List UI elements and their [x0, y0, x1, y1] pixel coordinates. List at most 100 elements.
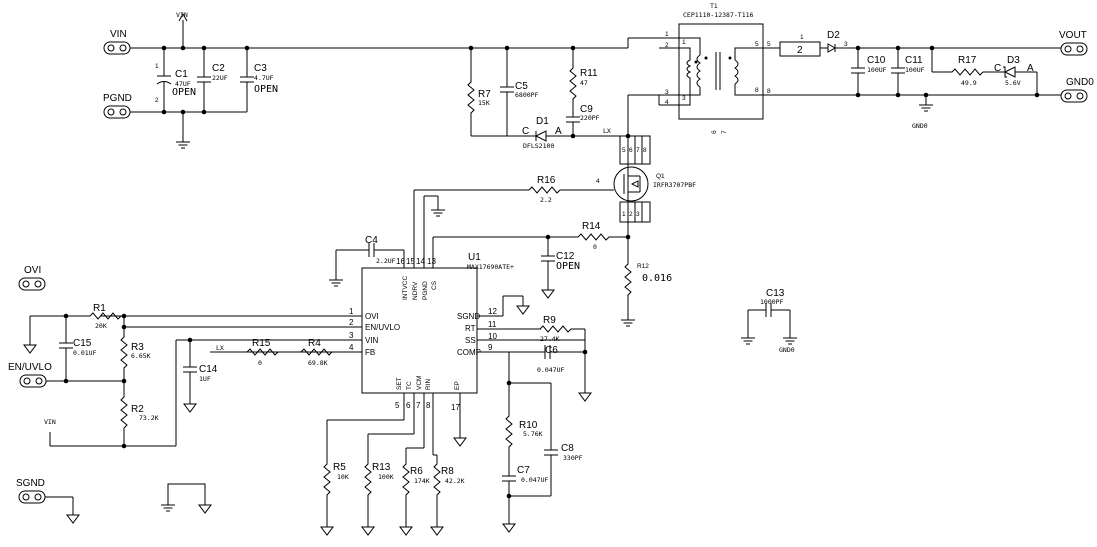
u1-ref: U1 [468, 252, 481, 263]
ground-icon [578, 392, 592, 402]
t1-pin7: 7 [721, 130, 728, 134]
c6-ref: C6 [545, 345, 558, 356]
r8-ref: R8 [441, 466, 454, 477]
ground-icon [66, 514, 80, 524]
capacitor-c12: C12 OPEN [541, 237, 580, 299]
zener-d3: D3 C A 5.6V [994, 55, 1038, 95]
t1-ref: T1 [710, 3, 718, 10]
c15-value: 0.01UF [73, 349, 97, 357]
q1-ref: Q1 [656, 173, 665, 180]
connector-vout: VOUT [1059, 30, 1088, 56]
c2-ref: C2 [212, 63, 225, 74]
u1-pin2-num: 2 [349, 318, 354, 327]
q1-pin5: 5 [622, 147, 626, 154]
d1-anode: A [555, 126, 562, 137]
u1-pin13-num: 13 [427, 257, 436, 266]
t1-pin5: 5 [767, 41, 771, 48]
u1-pin7-name: VCM [416, 376, 423, 390]
resistor-r14: R14 0 [433, 221, 628, 251]
resistor-r10: R10 5.76K [505, 383, 543, 476]
u1-pin9-name: COMP [457, 348, 481, 357]
ground-icon [175, 141, 191, 149]
r11-value: 47 [580, 79, 588, 87]
connector-gnd0: GND0 [1060, 77, 1094, 103]
gnd0-c13-label: GND0 [779, 346, 795, 354]
svg-text:8: 8 [755, 87, 759, 94]
c12-ref: C12 [556, 251, 575, 262]
r7-value: 15K [478, 99, 490, 107]
r11-ref: R11 [580, 68, 598, 79]
input-wiring [130, 20, 628, 142]
c1-value: 47UF [175, 80, 191, 88]
c15-ref: C15 [73, 338, 92, 349]
r4-ref: R4 [308, 338, 321, 349]
u1-pin15-name: NDRV [412, 281, 419, 300]
c3-value: 4.7UF [254, 74, 274, 82]
ovi-en-wiring [23, 315, 88, 354]
r2-value: 73.2K [139, 414, 159, 422]
u1-pin6-num: 6 [406, 401, 411, 410]
r15-value: 0 [258, 359, 262, 367]
capacitor-c6: C6 0.047UF [509, 345, 585, 374]
capacitor-c11: C11 100UF [891, 48, 925, 95]
d3-ref: D3 [1007, 55, 1020, 66]
t1-pin3: 3 [665, 89, 669, 96]
c5-ref: C5 [515, 81, 528, 92]
r6-value: 174K [414, 477, 430, 485]
d1-value: DFLS2100 [523, 142, 554, 150]
capacitor-c7: C7 0.047UF [502, 465, 548, 533]
u1-pin15-num: 15 [406, 257, 415, 266]
r5-ref: R5 [333, 462, 346, 473]
d3-cathode: C [994, 63, 1001, 74]
c14-value: 1UF [199, 375, 211, 383]
ground-icon [516, 305, 530, 315]
t1-pin1: 1 [665, 31, 669, 38]
d2-pin2: 2 [797, 45, 803, 56]
resistor-r15: R15 0 [242, 338, 283, 367]
capacitor-c10: C10 100UF [851, 48, 887, 95]
capacitor-c4: C4 2.2UF [328, 235, 404, 287]
connector-vin: VIN [103, 29, 131, 55]
r10-ref: R10 [519, 420, 538, 431]
r12-value: 0.016 [642, 273, 672, 284]
r1-ref: R1 [93, 303, 106, 314]
capacitor-c15: C15 0.01UF [59, 316, 97, 381]
u1-pin1-num: 1 [349, 307, 354, 316]
connector-pgnd-label: PGND [103, 93, 132, 104]
connector-ovi: OVI [18, 265, 46, 291]
d3-value: 5.6V [1005, 79, 1021, 87]
ground-icon [430, 209, 446, 217]
r9-ref: R9 [543, 315, 556, 326]
u1-pin7-num: 7 [416, 401, 421, 410]
r10-value: 5.76K [523, 430, 543, 438]
gnd0-c11-label: GND0 [912, 122, 928, 130]
u1-pin4-name: FB [365, 348, 375, 357]
transformer-t1: T1 CEP1110-12387-T116 1 2 3 4 1 3 5 8 5 … [627, 3, 858, 134]
u1-pin10-name: SS [465, 336, 476, 345]
r17-ref: R17 [958, 55, 977, 66]
u1-pin14-name: PGND [422, 281, 429, 300]
r17-value: 49.9 [961, 79, 977, 87]
r3-value: 6.65K [131, 352, 151, 360]
vin-r2-label: VIN [44, 418, 56, 426]
connector-en-uvlo-label: EN/UVLO [8, 362, 52, 373]
resistor-r11: R11 47 [566, 48, 598, 136]
connector-pgnd: PGND [103, 93, 132, 119]
q1-pin7: 7 [636, 147, 640, 154]
u1-pin16-num: 16 [396, 257, 405, 266]
ground-icon [453, 437, 467, 447]
d1-ref: D1 [536, 116, 549, 127]
c11-value: 100UF [905, 66, 925, 74]
c7-ref: C7 [517, 465, 530, 476]
u1-pin12-name: SGND [457, 312, 480, 321]
c5-value: 6800PF [515, 91, 539, 99]
r6-ref: R6 [410, 466, 423, 477]
u1-pin8-num: 8 [426, 401, 431, 410]
c11-ref: C11 [905, 55, 923, 66]
resistor-r7: R7 15K [467, 48, 491, 136]
c9-value: 220PF [580, 114, 600, 122]
r15-ref: R15 [252, 338, 271, 349]
connector-sgnd: SGND [16, 478, 46, 504]
r14-ref: R14 [582, 221, 601, 232]
